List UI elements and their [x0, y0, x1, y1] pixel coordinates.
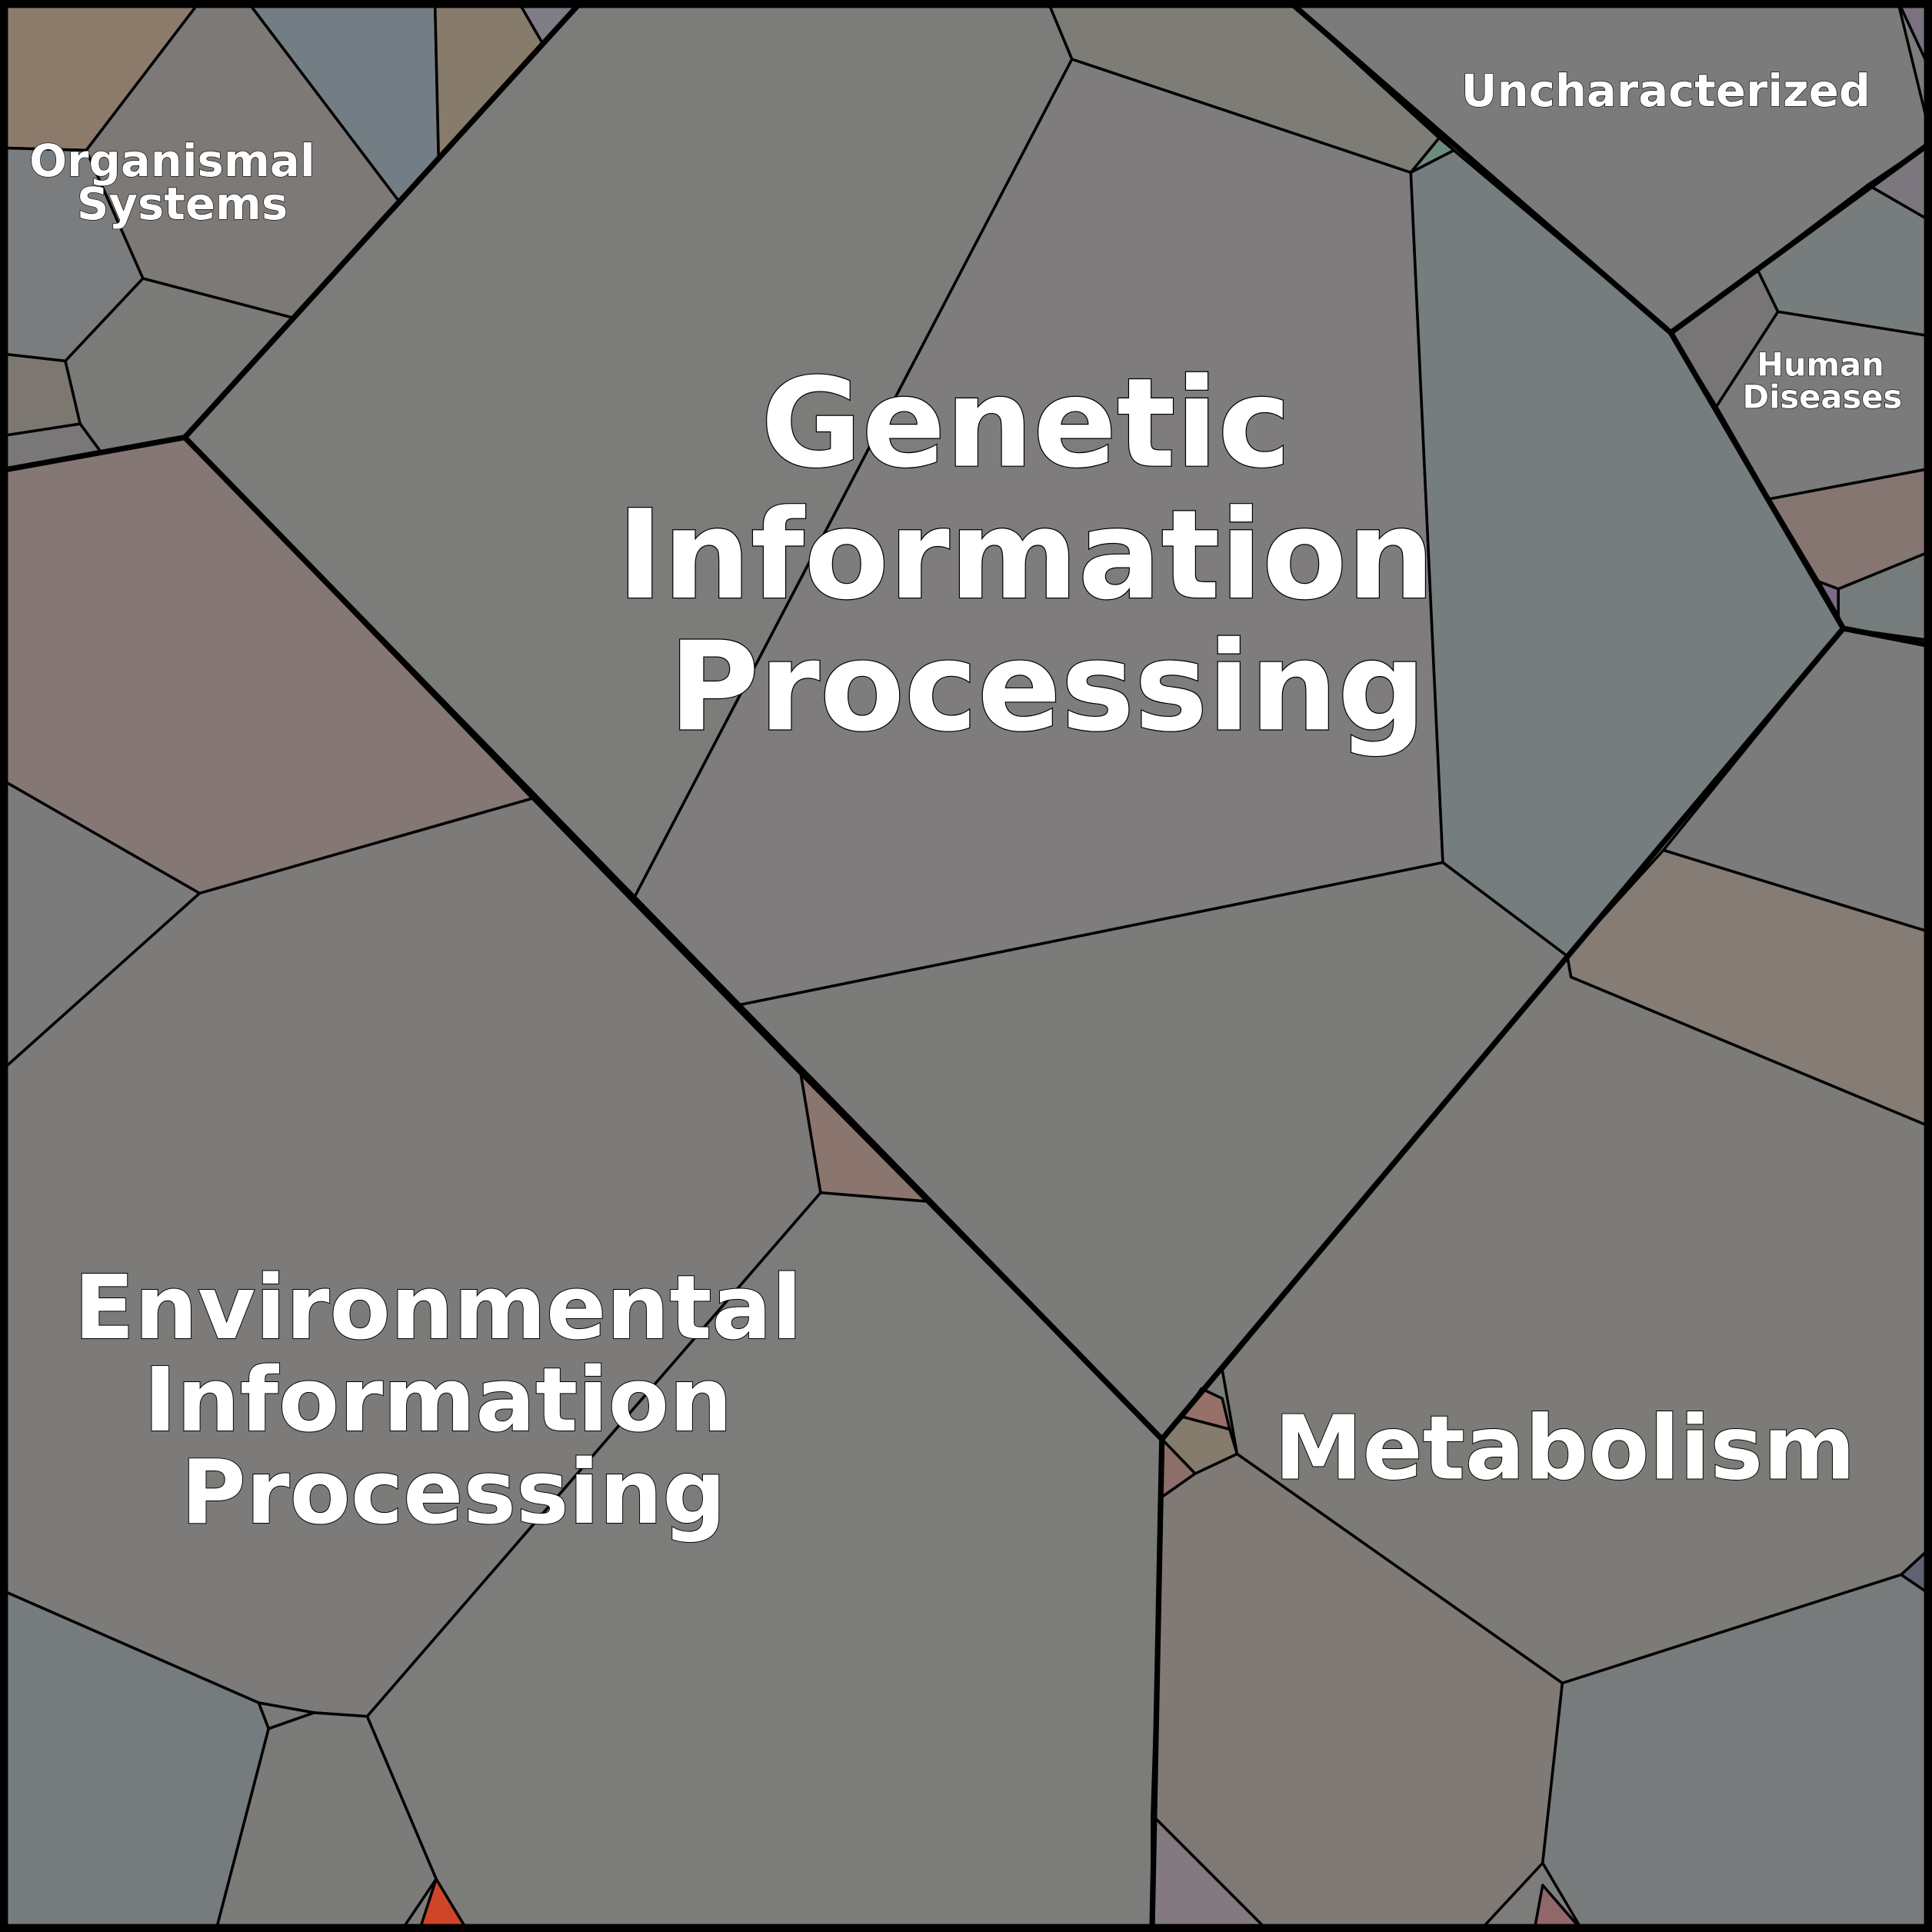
- category-labels: Genetic Information Processing Environme…: [28, 64, 1903, 1545]
- label-metabolism: Metabolism: [1274, 1397, 1856, 1500]
- cell-uncharacterized-2[interactable]: [1896, 0, 1932, 75]
- label-organismal: Organismal Systems: [29, 135, 331, 230]
- label-uncharacterized: Uncharacterized: [1461, 65, 1870, 117]
- cell-environmental-9[interactable]: [417, 1877, 470, 1932]
- label-human-diseases: Human Diseases: [1743, 346, 1903, 416]
- cell-metabolism-11[interactable]: [1532, 1884, 1585, 1932]
- label-environmental: Environmental Information Processing: [74, 1257, 833, 1544]
- label-genetic: Genetic Information Processing: [617, 351, 1477, 759]
